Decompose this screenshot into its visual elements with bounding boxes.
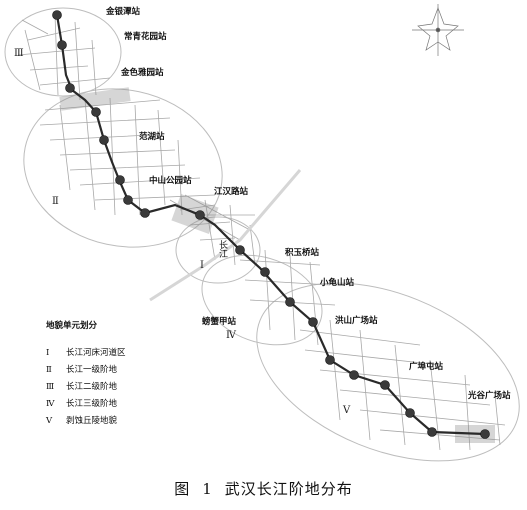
caption-num: 1 xyxy=(202,480,213,498)
legend-num: Ⅴ xyxy=(46,416,53,426)
station-dot-extra-6 xyxy=(405,408,415,418)
zone-boundary-ii xyxy=(23,88,223,248)
legend-num: Ⅱ xyxy=(46,365,52,375)
station-label-jinseyayuan: 金色雅园站 xyxy=(121,68,164,78)
legend-item: Ⅰ 长江河床河道区 xyxy=(46,345,126,362)
legend-item: Ⅲ 长江二级阶地 xyxy=(46,379,126,396)
station-dot-extra-1 xyxy=(99,135,109,145)
station-dot-extra-2 xyxy=(123,195,133,205)
station-dot-jianghanlu xyxy=(195,210,205,220)
legend-num: Ⅰ xyxy=(46,348,50,358)
station-label-fanhu: 范湖站 xyxy=(139,132,165,142)
caption-title: 武汉长江阶地分布 xyxy=(224,480,353,498)
legend-text: 剥蚀丘陵地貌 xyxy=(66,416,118,426)
station-dot-extra-4 xyxy=(325,355,335,365)
station-dot-zhongshan xyxy=(115,175,125,185)
zone-boundary-i xyxy=(175,216,261,284)
legend-text: 长江一级阶地 xyxy=(66,365,118,375)
zone-label-iv: Ⅳ xyxy=(226,330,236,341)
legend-num: Ⅳ xyxy=(46,399,55,409)
station-dot-extra-5 xyxy=(349,370,359,380)
legend-item: Ⅱ 长江一级阶地 xyxy=(46,362,126,379)
station-label-changqing: 常青花园站 xyxy=(124,32,167,42)
station-dot-jinseyayuan xyxy=(65,83,75,93)
station-dot-fanhu xyxy=(91,107,101,117)
river-label: 长江 xyxy=(217,240,227,258)
caption-fig: 图 xyxy=(174,480,191,498)
legend-text: 长江二级阶地 xyxy=(66,382,118,392)
legend-item: Ⅴ 剥蚀丘陵地貌 xyxy=(46,413,126,430)
legend-title: 地貌单元划分 xyxy=(46,321,98,331)
station-dot-jinyintan xyxy=(52,10,62,20)
station-label-zhongshan: 中山公园站 xyxy=(149,176,192,186)
legend-item: Ⅳ 长江三级阶地 xyxy=(46,396,126,413)
map-area xyxy=(4,4,520,462)
station-dot-guanggu xyxy=(480,429,490,439)
legend-text: 长江河床河道区 xyxy=(66,348,126,358)
station-dot-xiaoguishan xyxy=(260,267,270,277)
station-label-guangbutun: 广埠屯站 xyxy=(409,362,444,372)
station-label-jianghanlu: 江汉路站 xyxy=(214,187,249,197)
station-dot-pangxiejia xyxy=(285,297,295,307)
zone-label-v: Ⅴ xyxy=(343,405,351,416)
station-dot-changqing xyxy=(57,40,67,50)
station-label-xiaoguishan: 小龟山站 xyxy=(320,278,355,288)
station-dot-extra-3 xyxy=(140,208,150,218)
map-svg xyxy=(4,4,520,462)
station-dot-jiyuqiao xyxy=(235,245,245,255)
station-dot-extra-7 xyxy=(427,427,437,437)
legend-num: Ⅲ xyxy=(46,382,55,392)
station-label-guanggu: 光谷广场站 xyxy=(468,391,511,401)
station-label-hongshan: 洪山广场站 xyxy=(335,316,378,326)
zone-boundary-v xyxy=(256,282,520,462)
zone-boundary-iii xyxy=(4,7,122,97)
compass-rose-icon xyxy=(412,4,464,56)
zone-boundary-iv xyxy=(201,254,323,346)
zone-label-ii: Ⅱ xyxy=(52,196,59,207)
station-dot-hongshan xyxy=(308,317,318,327)
station-label-pangxiejia: 螃蟹甲站 xyxy=(202,317,237,327)
station-label-jiyuqiao: 积玉桥站 xyxy=(285,248,320,258)
station-label-jinyintan: 金银潭站 xyxy=(106,7,141,17)
zone-label-iii: Ⅲ xyxy=(14,48,24,59)
zone-label-i: Ⅰ xyxy=(200,260,204,271)
legend-text: 长江三级阶地 xyxy=(66,399,118,409)
river-changjiang xyxy=(149,169,302,302)
station-dot-guangbutun xyxy=(380,380,390,390)
